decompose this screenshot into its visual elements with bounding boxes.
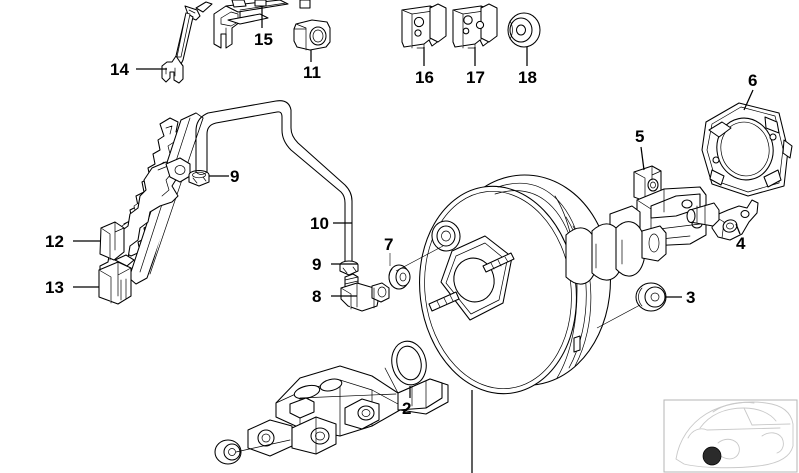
callout-10[interactable]: 10 bbox=[310, 214, 329, 233]
callout-12[interactable]: 12 bbox=[45, 232, 64, 251]
part-14-fork-rod bbox=[161, 1, 213, 84]
part-8-elbow-connector bbox=[340, 273, 390, 312]
callout-2[interactable]: 2 bbox=[402, 399, 412, 418]
part-5-mounting-tab bbox=[633, 165, 662, 204]
part-1-brake-booster bbox=[419, 174, 667, 395]
callout-16[interactable]: 16 bbox=[415, 68, 434, 87]
leader-lines bbox=[73, 7, 754, 473]
callout-3[interactable]: 3 bbox=[686, 288, 696, 307]
part-18-round-cap bbox=[507, 12, 541, 48]
part-6-flange-gasket bbox=[701, 102, 793, 197]
part-11-rubber-bush bbox=[293, 19, 331, 51]
callout-8[interactable]: 8 bbox=[312, 287, 322, 306]
part-7-vacuum-grommet bbox=[388, 264, 411, 290]
part-3-rubber-grommet bbox=[635, 282, 667, 312]
callout-14[interactable]: 14 bbox=[110, 60, 129, 79]
part-2-sealing-ring bbox=[391, 340, 427, 386]
callout-18[interactable]: 18 bbox=[518, 68, 537, 87]
part-17-spacer-plate bbox=[452, 3, 498, 49]
callout-7[interactable]: 7 bbox=[384, 235, 394, 254]
part-4-clevis-lever bbox=[686, 199, 759, 241]
callout-9-upper[interactable]: 9 bbox=[230, 167, 240, 186]
master-cylinder-assembly bbox=[214, 365, 449, 465]
callout-17[interactable]: 17 bbox=[466, 68, 485, 87]
vehicle-inset bbox=[663, 399, 798, 473]
part-15-clip-retainer bbox=[213, 0, 311, 49]
part-16-spacer-plate bbox=[401, 3, 447, 49]
callout-5[interactable]: 5 bbox=[635, 127, 645, 146]
part-12-13-bracket bbox=[98, 112, 204, 305]
part-9-hose-clamp-lower bbox=[339, 260, 359, 276]
callout-13[interactable]: 13 bbox=[45, 278, 64, 297]
callout-15[interactable]: 15 bbox=[254, 30, 273, 49]
callout-11[interactable]: 11 bbox=[303, 63, 321, 82]
callout-4[interactable]: 4 bbox=[736, 234, 746, 253]
part-10-vacuum-hose bbox=[195, 100, 353, 265]
callout-6[interactable]: 6 bbox=[748, 71, 758, 90]
part-9-hose-clamp-upper bbox=[188, 169, 210, 187]
callout-9-lower[interactable]: 9 bbox=[312, 255, 322, 274]
